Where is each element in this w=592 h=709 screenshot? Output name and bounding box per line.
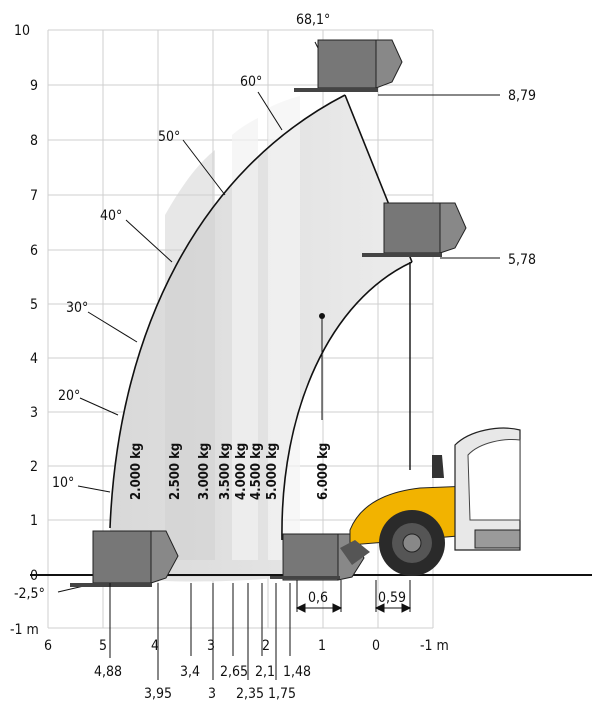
angle-label: 10°	[52, 475, 74, 491]
height-label: 8,79	[508, 88, 536, 104]
reach-label: 2,35	[236, 686, 264, 702]
dim-label: 0,6	[308, 590, 328, 606]
x-tick: 1	[318, 638, 326, 654]
y-tick: -1 m	[10, 622, 39, 638]
x-tick: 0	[372, 638, 380, 654]
y-tick: 3	[30, 405, 38, 421]
angle-label: -2,5°	[14, 586, 45, 602]
angle-label: 40°	[100, 208, 122, 224]
reach-ticks	[109, 583, 291, 680]
y-tick: 9	[30, 78, 38, 94]
x-tick: 6	[44, 638, 52, 654]
height-labels: 8,79 5,78	[508, 88, 536, 268]
capacity-label: 2.500 kg	[168, 443, 183, 500]
capacity-label: 5.000 kg	[265, 443, 280, 500]
capacity-label: 2.000 kg	[129, 443, 144, 500]
x-tick: 3	[207, 638, 215, 654]
reach-label: 1,75	[268, 686, 296, 702]
dimension-lines	[295, 580, 412, 613]
reach-label: 2,1	[255, 664, 275, 680]
x-tick: 5	[99, 638, 107, 654]
y-tick: 4	[30, 351, 38, 367]
reach-label: 4,88	[94, 664, 122, 680]
capacity-label: 4.500 kg	[249, 443, 264, 500]
capacity-label: 4.000 kg	[234, 443, 249, 500]
capacity-label: 6.000 kg	[316, 443, 331, 500]
dim-label: 0,59	[378, 590, 406, 606]
dimension-labels: 0,6 0,59	[308, 590, 406, 606]
reach-label: 3,95	[144, 686, 172, 702]
reach-labels: 4,88 3,95 3,4 3 2,65 2,35 2,1 1,75 1,48	[94, 664, 311, 702]
angle-label: 68,1°	[296, 12, 330, 28]
capacity-labels: 2.000 kg 2.500 kg 3.000 kg 3.500 kg 4.00…	[129, 443, 331, 500]
angle-label: 60°	[240, 74, 262, 90]
y-tick: 1	[30, 513, 38, 529]
reach-label: 3	[208, 686, 216, 702]
x-tick: -1 m	[420, 638, 449, 654]
telehandler	[340, 427, 521, 576]
x-tick: 4	[151, 638, 159, 654]
angle-labels: 68,1° 60° 50° 40° 30° 20° 10° -2,5°	[14, 12, 330, 602]
reach-label: 1,48	[283, 664, 311, 680]
capacity-label: 3.500 kg	[218, 443, 233, 500]
y-tick: 0	[30, 568, 38, 584]
capacity-label: 3.000 kg	[197, 443, 212, 500]
y-tick: 6	[30, 243, 38, 259]
y-axis-labels: 10 9 8 7 6 5 4 3 2 1 0 -1 m	[10, 23, 39, 638]
y-tick: 8	[30, 133, 38, 149]
reach-label: 3,4	[180, 664, 200, 680]
x-tick: 2	[262, 638, 270, 654]
fork-carriages	[70, 39, 500, 587]
angle-label: 50°	[158, 129, 180, 145]
x-axis-labels: 6 5 4 3 2 1 0 -1 m	[44, 638, 449, 654]
y-tick: 7	[30, 188, 38, 204]
angle-leaders	[57, 41, 324, 593]
reach-label: 2,65	[220, 664, 248, 680]
y-tick: 10	[14, 23, 30, 39]
height-label: 5,78	[508, 252, 536, 268]
y-tick: 2	[30, 459, 38, 475]
load-zone	[109, 94, 413, 582]
angle-label: 30°	[66, 300, 88, 316]
y-tick: 5	[30, 297, 38, 313]
angle-label: 20°	[58, 388, 80, 404]
